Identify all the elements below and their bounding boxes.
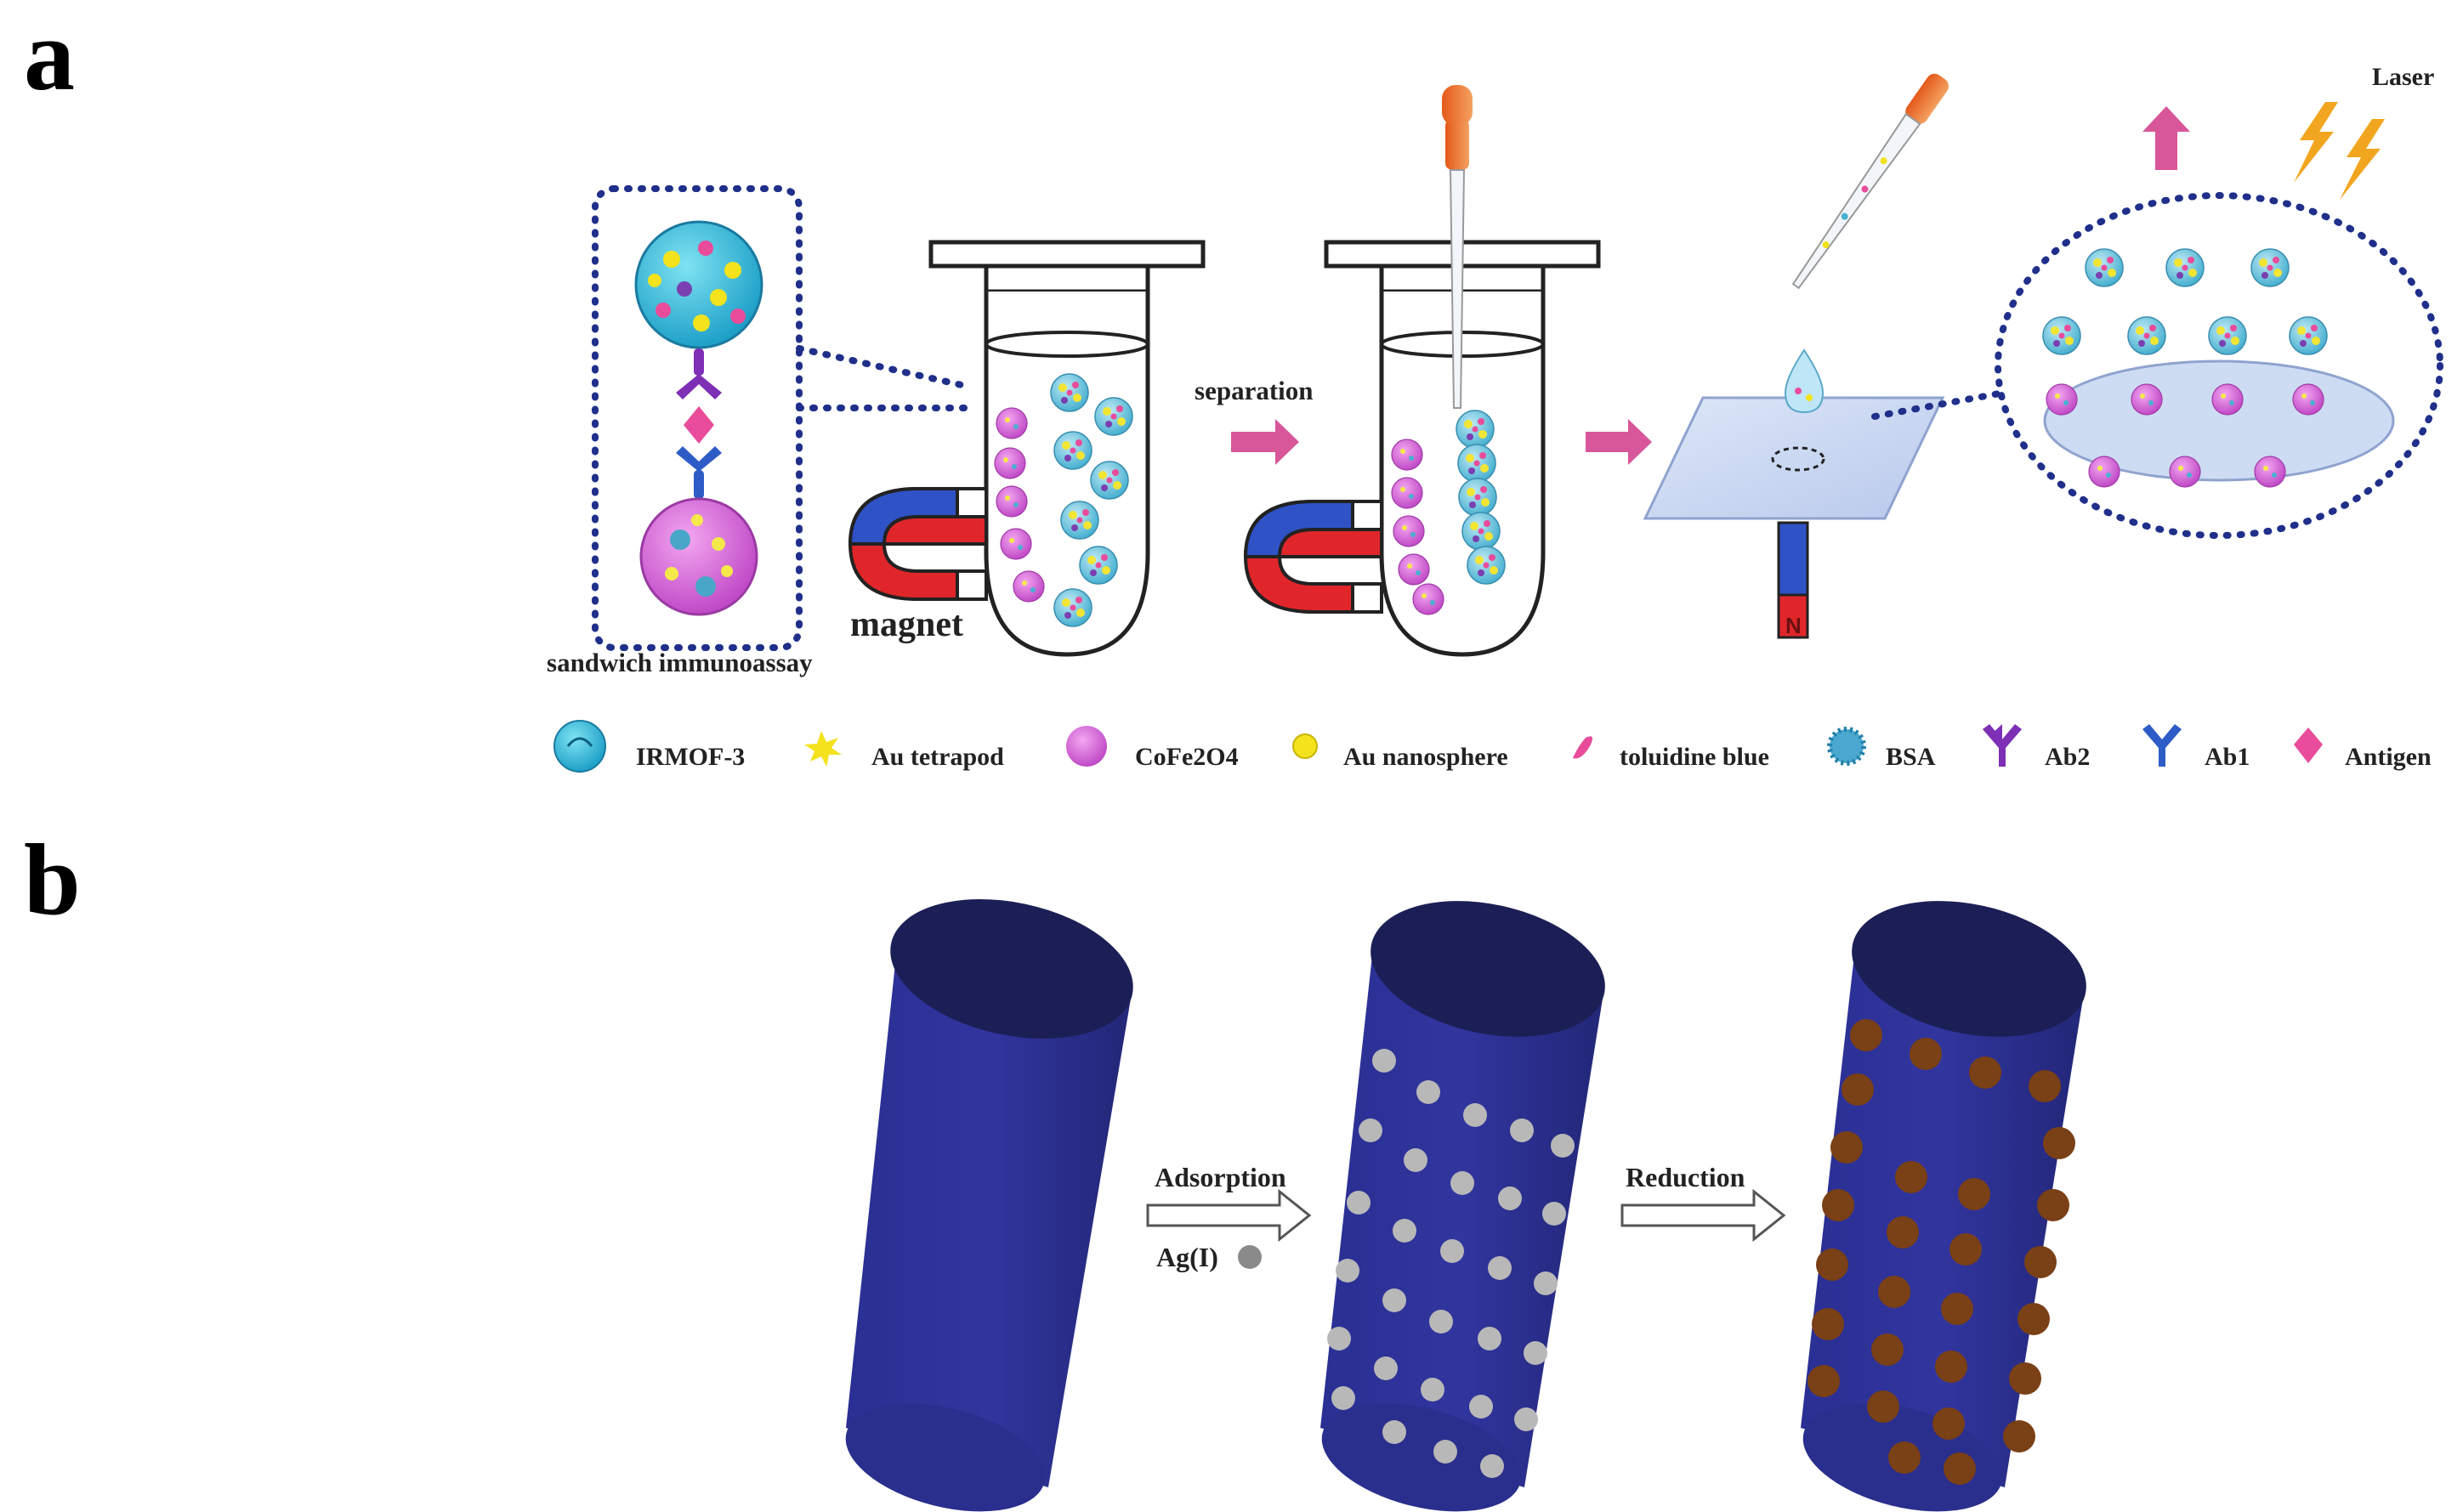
magnet-2-icon bbox=[1243, 500, 1383, 614]
droplet-icon bbox=[1784, 348, 1825, 414]
pipette-1-icon bbox=[1442, 85, 1473, 409]
antigen-icon bbox=[2294, 728, 2323, 763]
legend-item: Au tetrapod bbox=[804, 731, 1004, 771]
irmof3-sphere-illustration bbox=[634, 220, 763, 349]
reduction-label: Reduction bbox=[1626, 1162, 1745, 1192]
adsorption-label: Adsorption bbox=[1155, 1162, 1286, 1192]
svg-text:Antigen: Antigen bbox=[2345, 743, 2432, 771]
sandwich-immunoassay-label: sandwich immunoassay bbox=[547, 648, 813, 677]
agi-label: Ag(I) bbox=[1156, 1242, 1218, 1272]
magnet-1-icon bbox=[848, 487, 988, 601]
separation-label: separation bbox=[1195, 376, 1314, 405]
reduced-ag-dots bbox=[1808, 1019, 2075, 1485]
ag-ion-icon bbox=[1238, 1245, 1262, 1269]
ab1-antibody-illustration bbox=[676, 446, 722, 499]
tube-2 bbox=[1324, 240, 1601, 657]
ab1-icon bbox=[2142, 724, 2182, 767]
legend-item: CoFe2O4 bbox=[1066, 726, 1239, 771]
panel-b-letter: b bbox=[24, 823, 81, 936]
adsorption-arrow bbox=[1146, 1188, 1312, 1243]
legend: IRMOF-3 Au tetrapod CoFe2O4 Au nanospher… bbox=[553, 720, 2432, 773]
magnet-label: magnet bbox=[850, 605, 963, 644]
cylinder-ag-reduced bbox=[1801, 901, 2086, 1512]
reduction-arrow bbox=[1620, 1188, 1786, 1243]
magnet-pole-label: N bbox=[1785, 613, 1802, 638]
legend-item: toluidine blue bbox=[1573, 736, 1769, 771]
cylinder-bare bbox=[845, 898, 1133, 1512]
bsa-icon bbox=[1827, 727, 1866, 766]
legend-item: Au nanosphere bbox=[1292, 733, 1508, 771]
svg-text:Au nanosphere: Au nanosphere bbox=[1343, 743, 1508, 771]
laser-bolt-icon bbox=[2294, 102, 2385, 200]
cylinder-ag-adsorbed bbox=[1320, 901, 1605, 1512]
inset-connector bbox=[796, 345, 973, 390]
laser-label: Laser bbox=[2372, 63, 2434, 91]
legend-item: Ab2 bbox=[1983, 724, 2090, 771]
svg-text:Au tetrapod: Au tetrapod bbox=[871, 743, 1004, 771]
cofe2o4-sphere-illustration bbox=[639, 497, 758, 616]
irmof3-icon bbox=[553, 720, 606, 773]
slide-with-magnet: N bbox=[1643, 396, 1945, 639]
legend-item: Ab1 bbox=[2142, 724, 2250, 771]
transfer-arrow bbox=[1586, 419, 1652, 465]
zoom-detail bbox=[1995, 192, 2443, 539]
svg-text:BSA: BSA bbox=[1886, 743, 1936, 771]
cofe2o4-icon bbox=[1066, 726, 1107, 767]
emission-arrow bbox=[2142, 106, 2190, 170]
legend-item: IRMOF-3 bbox=[553, 720, 745, 773]
sandwich-inset-box bbox=[592, 185, 803, 651]
legend-item: Antigen bbox=[2294, 728, 2432, 771]
svg-text:Ab1: Ab1 bbox=[2205, 743, 2250, 771]
toluidine-blue-icon bbox=[1573, 736, 1593, 759]
legend-item: BSA bbox=[1827, 727, 1936, 771]
ab2-icon bbox=[1983, 724, 2022, 767]
separation-arrow bbox=[1231, 419, 1299, 465]
ag-dots bbox=[1327, 1049, 1575, 1478]
svg-text:IRMOF-3: IRMOF-3 bbox=[636, 743, 745, 771]
au-tetrapod-icon bbox=[804, 731, 842, 767]
pipette-2-icon bbox=[1791, 73, 1949, 290]
svg-text:CoFe2O4: CoFe2O4 bbox=[1135, 743, 1239, 771]
panel-a-letter: a bbox=[24, 0, 75, 111]
tube-1 bbox=[928, 240, 1206, 657]
svg-text:toluidine blue: toluidine blue bbox=[1620, 743, 1769, 771]
antigen-illustration bbox=[684, 406, 714, 444]
au-nanosphere-icon bbox=[1292, 733, 1318, 759]
svg-text:Ab2: Ab2 bbox=[2045, 743, 2090, 771]
ab2-antibody-illustration bbox=[676, 348, 722, 399]
